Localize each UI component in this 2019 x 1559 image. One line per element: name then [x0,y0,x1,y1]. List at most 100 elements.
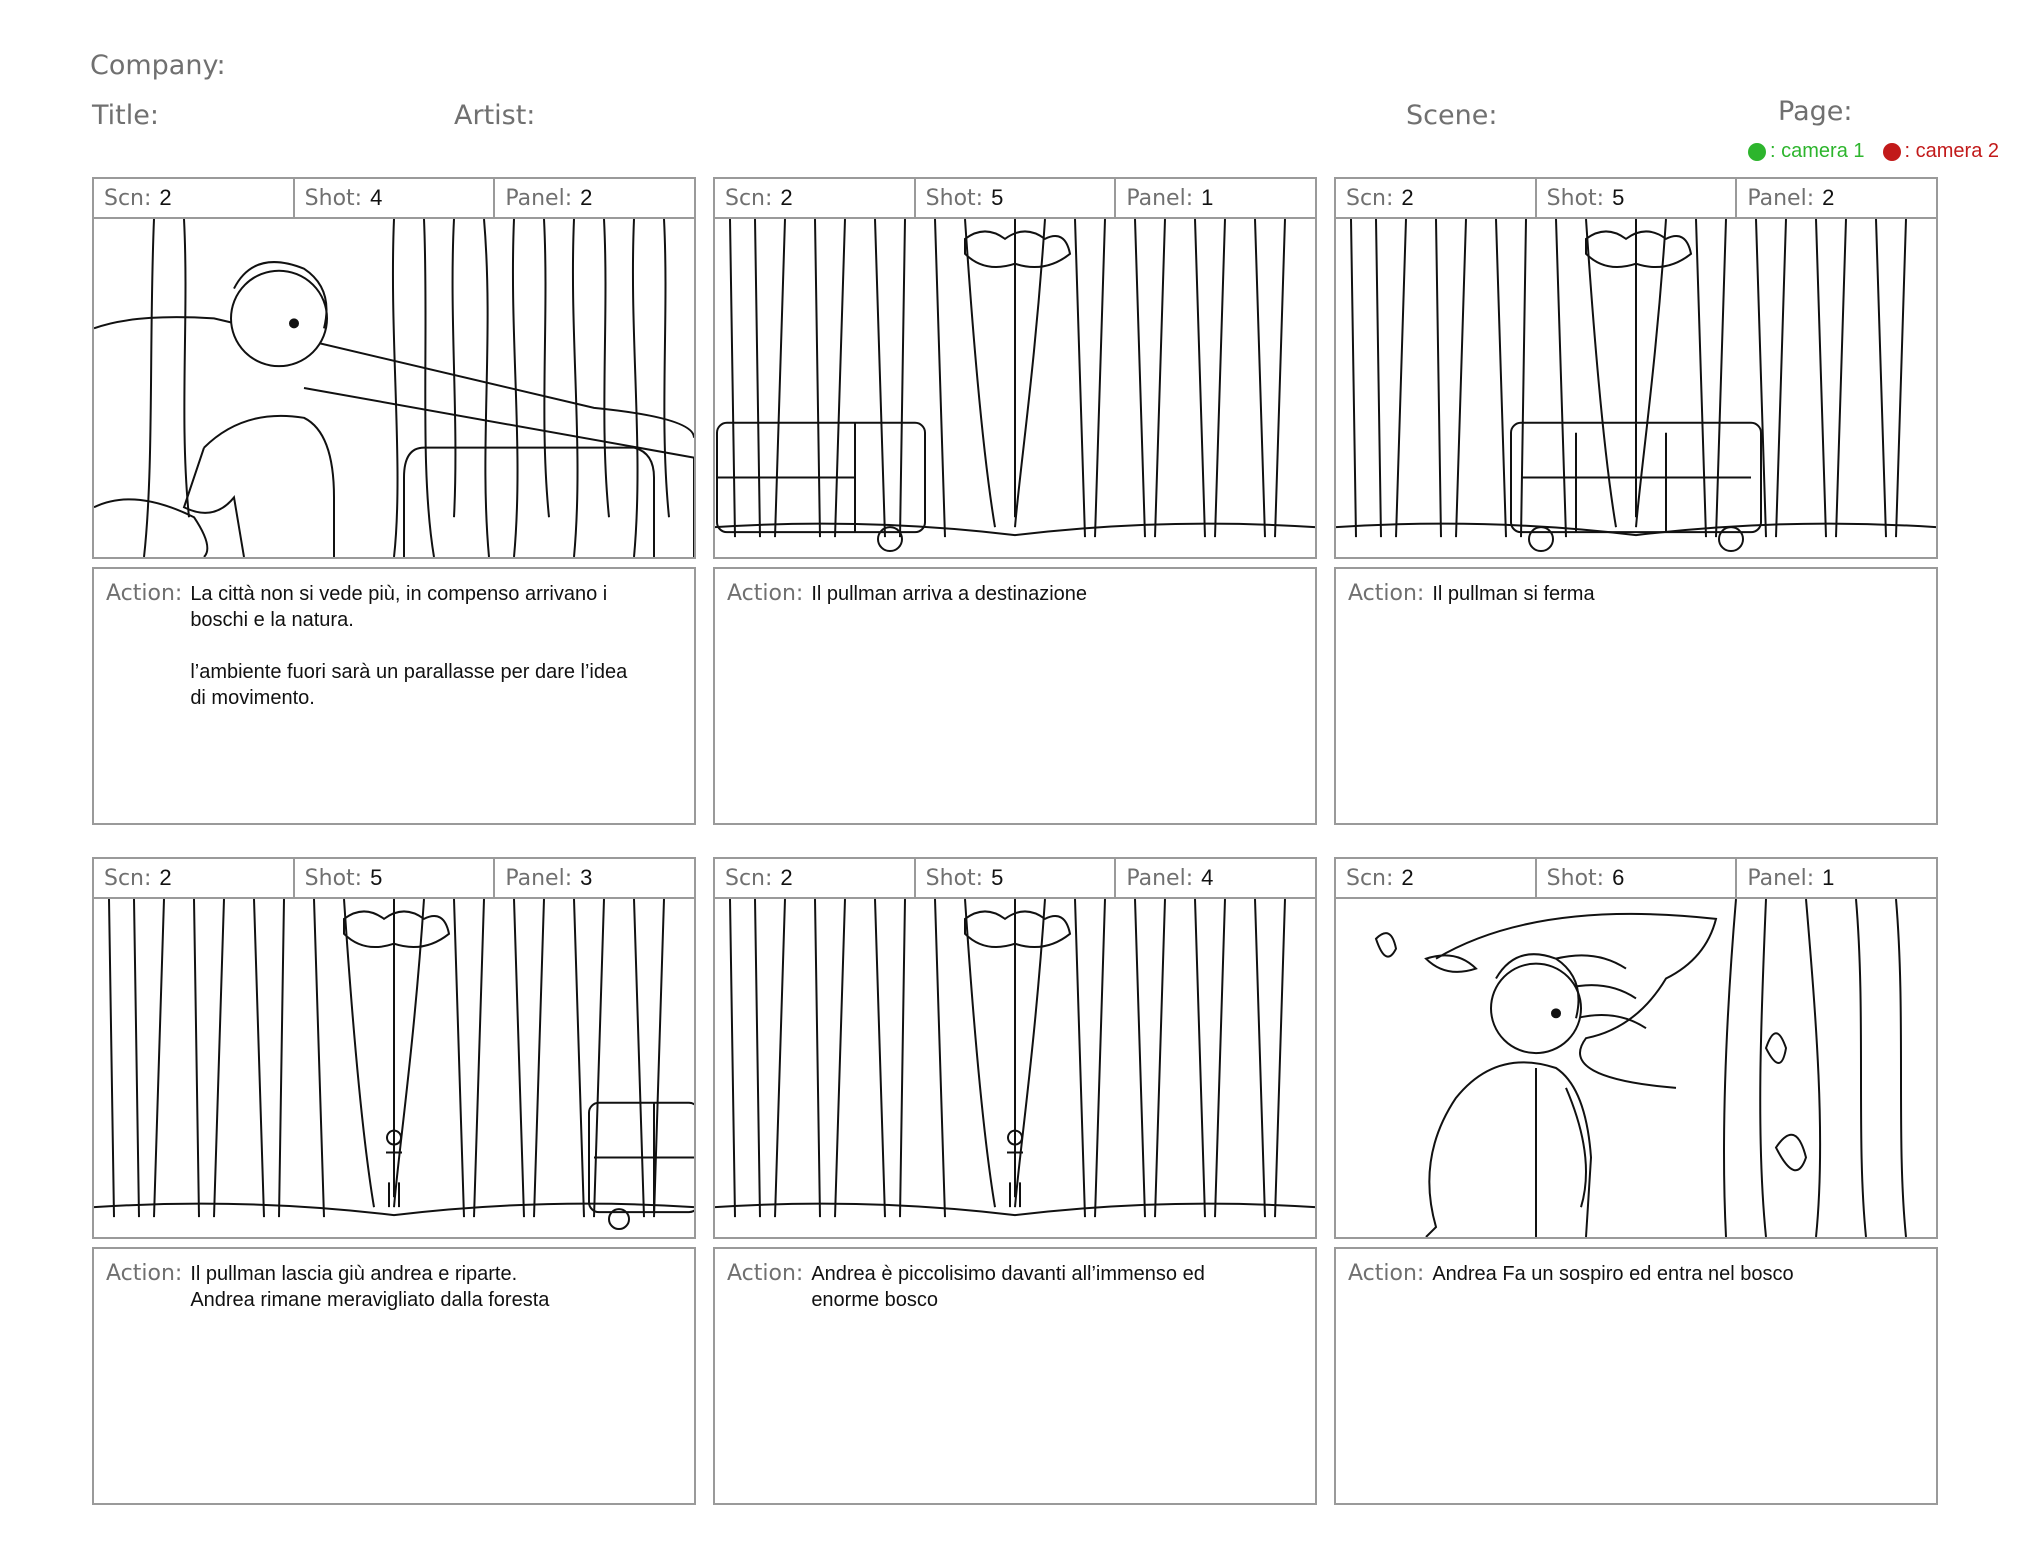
action-label: Action: [727,1261,804,1286]
panel-header: Scn: 2 Shot: 5 Panel: 2 [1334,177,1938,219]
panel-header: Scn: 2 Shot: 5 Panel: 1 [713,177,1317,219]
green-dot-icon [1748,142,1767,161]
panel-value: 2 [1822,185,1835,210]
action-text: La città non si vede più, in compenso ar… [190,583,628,709]
panel-header: Scn: 2 Shot: 5 Panel: 4 [713,857,1317,899]
shot-value: 5 [991,185,1004,210]
scn-cell: Scn: 2 [94,179,295,217]
scn-cell: Scn: 2 [94,859,295,897]
shot-cell: Shot: 5 [916,859,1117,897]
shot-value: 6 [1612,865,1625,890]
camera-legend: : camera 1 : camera 2 [1748,140,1999,163]
panel-value: 1 [1822,865,1835,890]
shot-value: 5 [1612,185,1625,210]
panel-cell: Panel: 2 [1737,179,1936,217]
panel-drawing [92,899,696,1239]
panel-drawing [713,219,1317,559]
scene-label: Scene: [1406,100,1498,131]
panel-value: 4 [1201,865,1214,890]
action-label: Action: [106,581,183,606]
action-text: Il pullman lascia giù andrea e riparte. … [190,1263,550,1311]
storyboard-panel: Scn: 2 Shot: 5 Panel: 2 Action: Il pullman … [1334,177,1938,825]
action-text: Il pullman si ferma [1432,583,1595,605]
artist-label: Artist: [454,100,536,131]
panel-cell: Panel: 1 [1737,859,1936,897]
panel-header: Scn: 2 Shot: 5 Panel: 3 [92,857,696,899]
panel-drawing [1334,899,1938,1239]
scn-value: 2 [159,865,172,890]
panel-label: Panel: [1126,185,1194,211]
panel-drawing [713,899,1317,1239]
shot-label: Shot: [304,865,363,891]
scn-label: Scn: [725,185,773,211]
legend-camera-2-label: : camera 2 [1904,140,1999,162]
action-text: Il pullman arriva a destinazione [811,583,1088,605]
scn-value: 2 [1401,185,1414,210]
panel-value: 3 [580,865,593,890]
shot-cell: Shot: 5 [1537,179,1738,217]
panel-header: Scn: 2 Shot: 4 Panel: 2 [92,177,696,219]
scn-value: 2 [780,185,793,210]
shot-cell: Shot: 4 [295,179,496,217]
storyboard-panel: Scn: 2 Shot: 6 Panel: 1 Action: Andrea Fa u… [1334,857,1938,1505]
shot-value: 5 [370,865,383,890]
legend-camera-2: : camera 2 [1882,140,1999,163]
legend-camera-1: : camera 1 [1748,140,1865,163]
scn-cell: Scn: 2 [715,179,916,217]
panel-cell: Panel: 1 [1116,179,1315,217]
storyboard-panel: Scn: 2 Shot: 5 Panel: 1 Action: Il pullman … [713,177,1317,825]
action-label: Action: [1348,581,1425,606]
action-label: Action: [727,581,804,606]
legend-camera-1-label: : camera 1 [1770,140,1865,162]
shot-label: Shot: [1546,185,1605,211]
panel-label: Panel: [1747,185,1815,211]
panel-value: 2 [580,185,593,210]
scn-cell: Scn: 2 [715,859,916,897]
action-box: Action: La città non si vede più, in com… [92,567,696,825]
action-box: Action: Il pullman lascia giù andrea e r… [92,1247,696,1505]
panel-cell: Panel: 4 [1116,859,1315,897]
panel-drawing [92,219,696,559]
shot-value: 5 [991,865,1004,890]
action-text: Andrea Fa un sospiro ed entra nel bosco [1432,1263,1794,1285]
company-label: Company: [90,50,226,81]
red-dot-icon [1882,142,1901,161]
action-box: Action: Il pullman arriva a destinazione [713,567,1317,825]
storyboard-panel: Scn: 2 Shot: 4 Panel: 2 Action: La città no… [92,177,696,825]
panel-label: Panel: [1126,865,1194,891]
shot-label: Shot: [304,185,363,211]
panel-label: Panel: [505,185,573,211]
scn-label: Scn: [725,865,773,891]
panel-drawing [1334,219,1938,559]
action-label: Action: [1348,1261,1425,1286]
panel-header: Scn: 2 Shot: 6 Panel: 1 [1334,857,1938,899]
panel-value: 1 [1201,185,1214,210]
shot-value: 4 [370,185,383,210]
title-label: Title: [92,100,159,131]
panel-label: Panel: [1747,865,1815,891]
shot-cell: Shot: 5 [916,179,1117,217]
panel-label: Panel: [505,865,573,891]
shot-label: Shot: [1546,865,1605,891]
scn-value: 2 [159,185,172,210]
panel-cell: Panel: 2 [495,179,694,217]
scn-cell: Scn: 2 [1336,859,1537,897]
scn-label: Scn: [104,865,152,891]
scn-value: 2 [1401,865,1414,890]
scn-label: Scn: [1346,185,1394,211]
scn-label: Scn: [104,185,152,211]
shot-label: Shot: [925,865,984,891]
action-box: Action: Il pullman si ferma [1334,567,1938,825]
panel-cell: Panel: 3 [495,859,694,897]
action-box: Action: Andrea è piccolisimo davanti all… [713,1247,1317,1505]
scn-value: 2 [780,865,793,890]
action-label: Action: [106,1261,183,1286]
shot-cell: Shot: 5 [295,859,496,897]
scn-label: Scn: [1346,865,1394,891]
action-box: Action: Andrea Fa un sospiro ed entra ne… [1334,1247,1938,1505]
scn-cell: Scn: 2 [1336,179,1537,217]
shot-cell: Shot: 6 [1537,859,1738,897]
shot-label: Shot: [925,185,984,211]
storyboard-panel: Scn: 2 Shot: 5 Panel: 4 Action: Andrea è pi… [713,857,1317,1505]
storyboard-panel: Scn: 2 Shot: 5 Panel: 3 Action: Il pullman … [92,857,696,1505]
